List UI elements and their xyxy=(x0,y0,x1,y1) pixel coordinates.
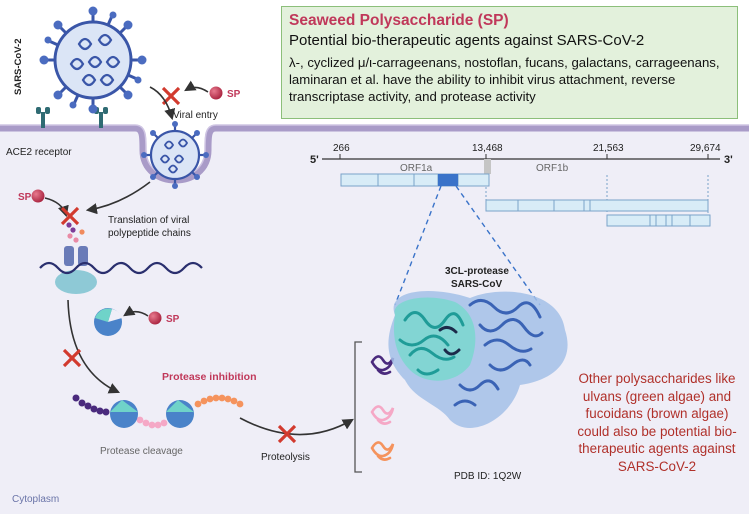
ribosome-icon xyxy=(55,222,97,294)
genome-position-21563: 21,563 xyxy=(593,143,624,154)
proteolysis-label: Proteolysis xyxy=(261,452,310,463)
sp-molecule-icon xyxy=(148,311,162,325)
sp-entry-label: SP xyxy=(227,89,241,100)
structural-proteins-bar xyxy=(606,214,711,227)
protease-icon xyxy=(94,308,122,336)
protease-icon xyxy=(110,400,138,428)
pdb-id-label: PDB ID: 1Q2W xyxy=(454,471,522,482)
panel-subtitle: Potential bio-therapeutic agents against… xyxy=(289,32,645,49)
genome-position-13468: 13,468 xyxy=(472,143,503,154)
panel-title: Seaweed Polysaccharide (SP) xyxy=(289,12,509,29)
protein-title-line1: 3CL-protease xyxy=(445,266,509,277)
viral-entry-label: Viral entry xyxy=(173,110,218,121)
orf1a-label: ORF1a xyxy=(400,163,433,174)
protein-title-line2: SARS-CoV xyxy=(451,279,502,290)
orf1a-polyprotein-bar xyxy=(340,173,490,187)
protein-structure-image xyxy=(388,291,568,428)
ace2-receptor-icon xyxy=(36,107,108,128)
polyprotein-chain xyxy=(72,394,244,429)
orf1b-label: ORF1b xyxy=(536,163,569,174)
sp-protease-label: SP xyxy=(166,314,180,325)
sp-molecule-icon xyxy=(31,189,45,203)
virus-icon xyxy=(39,6,147,114)
mrna-strand xyxy=(39,261,203,275)
genome-position-29674: 29,674 xyxy=(690,143,721,154)
translation-label-line1: Translation of viral xyxy=(108,215,189,226)
sp-info-panel: Seaweed Polysaccharide (SP) Potential bi… xyxy=(281,6,738,119)
genome-map: 5' 3' 266 13,468 21,563 29,674 ORF1a ORF… xyxy=(310,143,733,306)
virus-label: SARS-CoV-2 xyxy=(13,39,24,95)
protein-product-icon xyxy=(370,355,395,461)
genome-position-266: 266 xyxy=(333,143,350,154)
protease-inhibition-label: Protease inhibition xyxy=(162,371,257,383)
block-x-icon xyxy=(62,348,82,368)
products-bracket xyxy=(354,341,362,473)
ace2-label: ACE2 receptor xyxy=(6,147,72,158)
block-x-icon xyxy=(60,206,80,226)
cytoplasm-label: Cytoplasm xyxy=(12,494,59,505)
sp-molecule-icon xyxy=(209,86,223,100)
block-x-icon xyxy=(277,424,297,444)
panel-body: λ-, cyclized μ/ι-carrageenans, nostoflan… xyxy=(289,55,720,104)
other-polysaccharides-note: Other polysaccharides like ulvans (green… xyxy=(577,371,737,474)
translation-label-line2: polypeptide chains xyxy=(108,228,191,239)
three-prime-label: 3' xyxy=(724,154,733,166)
orf1b-polyprotein-bar xyxy=(485,199,709,212)
endocytosed-virus-icon xyxy=(141,121,209,189)
protease-icon xyxy=(166,400,194,428)
protease-cleavage-label: Protease cleavage xyxy=(100,446,183,457)
five-prime-label: 5' xyxy=(310,154,319,166)
sp-translation-label: SP xyxy=(18,192,32,203)
3cl-protease-segment xyxy=(438,174,458,186)
